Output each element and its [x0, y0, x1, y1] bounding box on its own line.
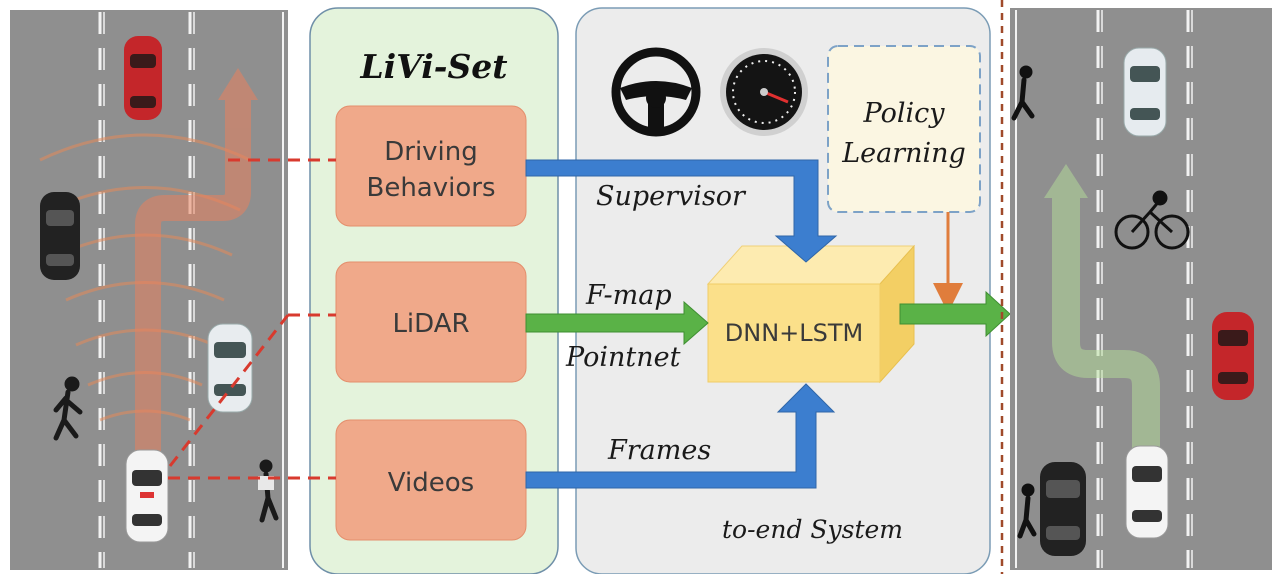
frames-label: Frames: [607, 435, 711, 466]
policy-label: Learning: [841, 138, 966, 169]
black-car-icon: [40, 192, 80, 280]
dnn-lstm-block: DNN+LSTM: [706, 244, 916, 384]
ego-car-icon: [125, 449, 169, 543]
policy-label: Policy: [863, 98, 946, 129]
white-car-icon: [207, 323, 253, 413]
input-driving-behaviors: Driving Behaviors: [335, 105, 527, 227]
input-label: Driving: [384, 137, 478, 167]
system-label: to-end System: [722, 515, 903, 544]
input-lidar: LiDAR: [335, 261, 527, 383]
fmap-label: F-map: [585, 280, 672, 311]
supervisor-label: Supervisor: [596, 181, 747, 212]
pedestrian-icon: [1017, 483, 1037, 539]
input-videos: Videos: [335, 419, 527, 541]
sensor-links: [168, 158, 336, 480]
steering-wheel-icon: [611, 47, 701, 137]
input-label: Behaviors: [367, 173, 496, 203]
pedestrian-icon: [53, 376, 83, 441]
input-label: Videos: [388, 468, 474, 498]
lidar-feature-arrow: [525, 300, 709, 346]
output-arrow: [899, 290, 1011, 338]
pedestrian-icon: [1011, 65, 1035, 121]
white-car-icon: [1123, 47, 1167, 137]
input-label: LiDAR: [392, 309, 469, 339]
pointnet-label: Pointnet: [565, 342, 681, 373]
bicycle-icon: [1114, 190, 1190, 250]
predicted-trajectory-arrow: [1044, 164, 1160, 470]
policy-learning-box: Policy Learning: [827, 45, 981, 213]
right-road-scene: [1010, 8, 1272, 570]
ego-car-icon: [1125, 445, 1169, 539]
red-car-icon: [1212, 312, 1254, 400]
planned-trajectory-arrow: [135, 68, 258, 470]
dataset-title: LiVi-Set: [359, 47, 507, 86]
frames-arrow: [525, 383, 836, 489]
speedometer-icon: [720, 48, 808, 136]
supervisor-arrow: [525, 159, 838, 263]
black-car-icon: [1040, 462, 1086, 556]
left-road-scene: [10, 10, 288, 570]
red-car-icon: [124, 36, 162, 120]
core-label: DNN+LSTM: [725, 319, 863, 347]
